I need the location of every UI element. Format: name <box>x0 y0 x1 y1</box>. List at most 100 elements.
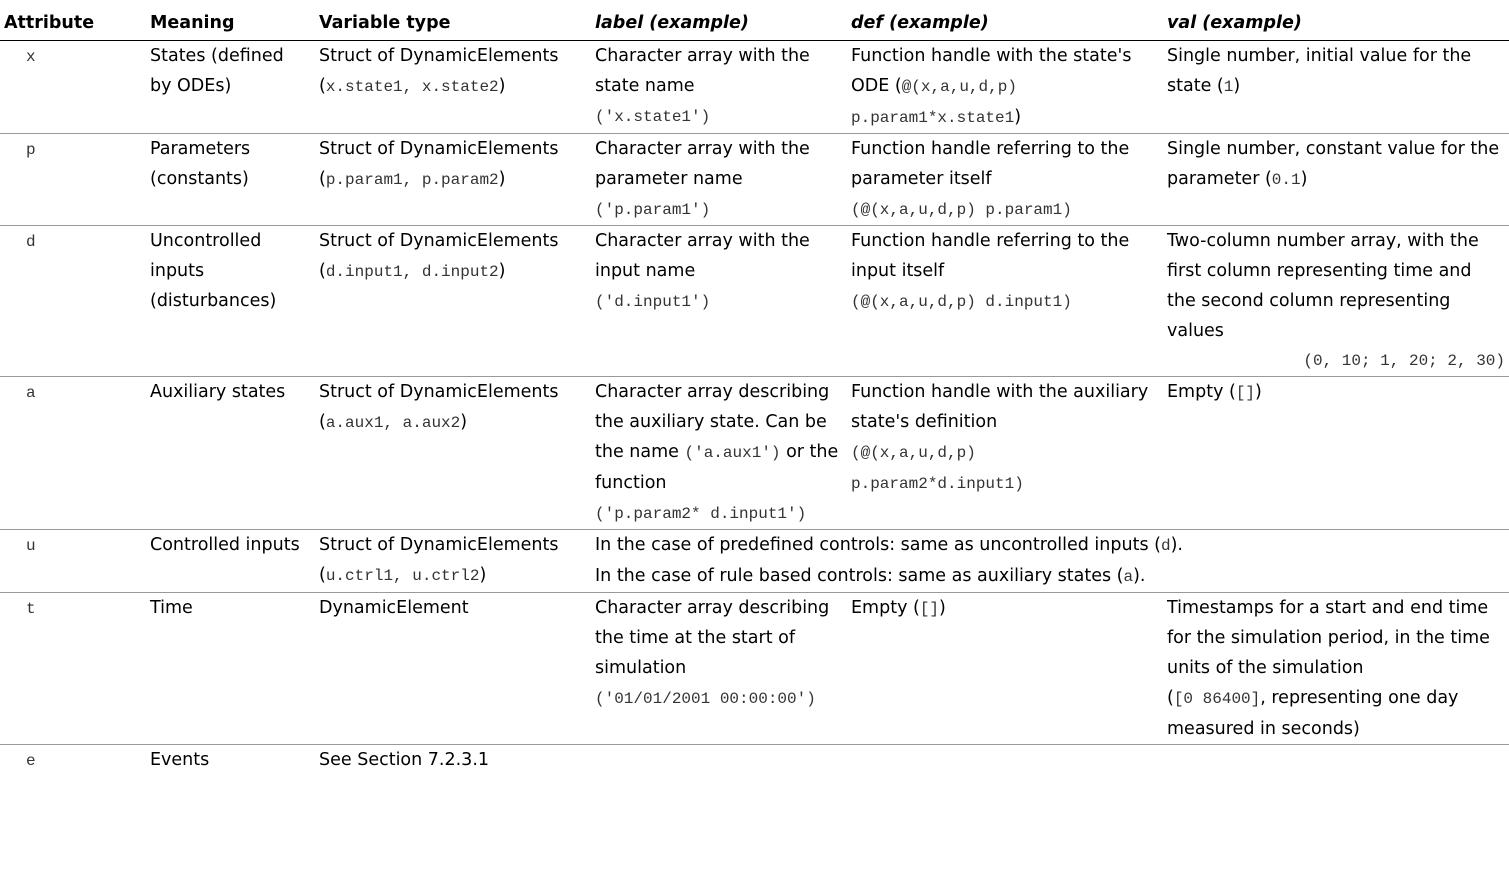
def-text: Empty ( <box>851 598 920 618</box>
def-code: [] <box>919 600 940 618</box>
table-row-u: u Controlled inputs Struct of DynamicEle… <box>0 530 1509 593</box>
type-text: Struct of DynamicElements <box>319 535 559 555</box>
def-text: Function handle with the state's ODE ( <box>851 46 1132 96</box>
label-cell: Character array with the input name ('d.… <box>589 226 845 377</box>
val-cell <box>1161 745 1509 777</box>
val-text: Empty ( <box>1167 382 1236 402</box>
meaning-cell: Controlled inputs <box>150 535 300 555</box>
def-cell <box>845 745 1161 777</box>
attr-code: u <box>26 537 36 555</box>
type-cell: DynamicElement <box>319 598 469 618</box>
attr-cell: x <box>0 41 144 134</box>
u-line1-end: ). <box>1170 535 1183 555</box>
def-text: Function handle with the auxiliary state… <box>851 382 1149 432</box>
val-code: [] <box>1235 384 1256 402</box>
type-cell: Struct of DynamicElements (x.state1, x.s… <box>319 46 559 96</box>
def-text: Function handle referring to the paramet… <box>851 139 1130 189</box>
type-cell: Struct of DynamicElements (d.input1, d.i… <box>319 231 559 281</box>
header-label: label (example) <box>595 13 749 33</box>
def-text: Function handle referring to the input i… <box>851 231 1130 281</box>
type-code: x.state1, x.state2 <box>325 78 499 96</box>
meaning-cell: Time <box>150 598 193 618</box>
meaning-cell: States (defined by ODEs) <box>150 46 284 96</box>
u-line1: In the case of predefined controls: same… <box>595 535 1161 555</box>
label-text: Character array describing the auxiliary… <box>595 382 830 462</box>
header-val: val (example) <box>1167 13 1302 33</box>
attr-code: p <box>26 141 36 159</box>
u-merged-cell: In the case of predefined controls: same… <box>589 530 1509 593</box>
val-end: ) <box>1255 382 1262 402</box>
type-cell: Struct of DynamicElements (p.param1, p.p… <box>319 139 559 189</box>
val-code: (0, 10; 1, 20; 2, 30) <box>1303 352 1505 370</box>
attr-code: e <box>26 752 36 770</box>
val-text: Timestamps for a start and end time for … <box>1167 598 1490 678</box>
u-line2: In the case of rule based controls: same… <box>595 566 1124 586</box>
label-text: Character array with the parameter name <box>595 139 810 189</box>
def-code: (@(x,a,u,d,p) d.input1) <box>851 293 1072 311</box>
label-text: Character array with the state name <box>595 46 810 96</box>
table-row-p: p Parameters (constants) Struct of Dynam… <box>0 134 1509 226</box>
attr-cell: p <box>0 134 144 226</box>
label-cell: Character array with the parameter name … <box>589 134 845 226</box>
table-row-t: t Time DynamicElement Character array de… <box>0 593 1509 745</box>
def-cell: Function handle with the state's ODE (@(… <box>845 41 1161 134</box>
table-row-x: x States (defined by ODEs) Struct of Dyn… <box>0 41 1509 134</box>
def-code: @(x,a,u,d,p) p.param1*x.state1 <box>851 78 1027 127</box>
def-code: (@(x,a,u,d,p) p.param2*d.input1) <box>851 444 1024 493</box>
type-cell: Struct of DynamicElements (a.aux1, a.aux… <box>319 382 559 432</box>
attr-cell: t <box>0 593 144 745</box>
label-code-1: ('a.aux1') <box>684 444 781 462</box>
attr-code: t <box>26 600 36 618</box>
label-code: ('d.input1') <box>595 293 711 311</box>
type-code: d.input1, d.input2 <box>325 263 499 281</box>
attr-code: a <box>26 384 36 402</box>
type-cell: Struct of DynamicElements (u.ctrl1, u.ct… <box>319 535 559 585</box>
table-row-a: a Auxiliary states Struct of DynamicElem… <box>0 377 1509 530</box>
attr-cell: e <box>0 745 144 777</box>
val-text: Single number, constant value for the pa… <box>1167 139 1500 189</box>
label-code: ('p.param1') <box>595 201 711 219</box>
attr-cell: u <box>0 530 144 593</box>
val-cell: Single number, constant value for the pa… <box>1161 134 1509 226</box>
def-code: (@(x,a,u,d,p) p.param1) <box>851 201 1072 219</box>
val-text: Single number, initial value for the sta… <box>1167 46 1472 96</box>
type-code: u.ctrl1, u.ctrl2 <box>325 567 480 585</box>
label-code: ('01/01/2001 00:00:00') <box>595 690 816 708</box>
val-end: ) <box>1233 76 1241 96</box>
table-header-row: Attribute Meaning Variable type label (e… <box>0 6 1509 41</box>
val-code: 1 <box>1223 78 1234 96</box>
u-line1-code: d <box>1160 537 1171 555</box>
header-attribute: Attribute <box>4 13 95 33</box>
u-line2-end: ). <box>1133 566 1146 586</box>
table-row-e: e Events See Section 7.2.3.1 <box>0 745 1509 777</box>
val-cell: Empty ([]) <box>1161 377 1509 530</box>
def-end: ) <box>939 598 946 618</box>
label-cell: Character array with the state name ('x.… <box>589 41 845 134</box>
label-code-2: ('p.param2* d.input1') <box>595 505 807 523</box>
type-code: p.param1, p.param2 <box>325 171 499 189</box>
u-line2-code: a <box>1123 568 1134 586</box>
type-text: Struct of DynamicElements <box>319 139 559 159</box>
val-code: 0.1 <box>1271 171 1301 189</box>
def-cell: Function handle referring to the paramet… <box>845 134 1161 226</box>
val-text: Two-column number array, with the first … <box>1167 231 1479 341</box>
def-cell: Empty ([]) <box>845 593 1161 745</box>
type-text: Struct of DynamicElements <box>319 46 559 66</box>
val-cell: Two-column number array, with the first … <box>1161 226 1509 377</box>
header-variable-type: Variable type <box>319 13 451 33</box>
table-row-d: d Uncontrolled inputs (disturbances) Str… <box>0 226 1509 377</box>
header-meaning: Meaning <box>150 13 235 33</box>
val-code: [0 86400] <box>1173 690 1261 708</box>
attr-code: d <box>26 233 36 251</box>
meaning-cell: Events <box>150 750 210 770</box>
attr-code: x <box>26 48 36 66</box>
type-text: Struct of DynamicElements <box>319 231 559 251</box>
def-end: ) <box>1014 107 1022 127</box>
val-end: , representing one day measured in secon… <box>1167 688 1459 739</box>
label-code: ('x.state1') <box>595 108 711 126</box>
label-text: Character array describing the time at t… <box>595 598 830 678</box>
type-cell: See Section 7.2.3.1 <box>319 750 490 770</box>
val-cell: Single number, initial value for the sta… <box>1161 41 1509 134</box>
meaning-cell: Uncontrolled inputs (disturbances) <box>150 231 277 311</box>
label-cell <box>589 745 845 777</box>
